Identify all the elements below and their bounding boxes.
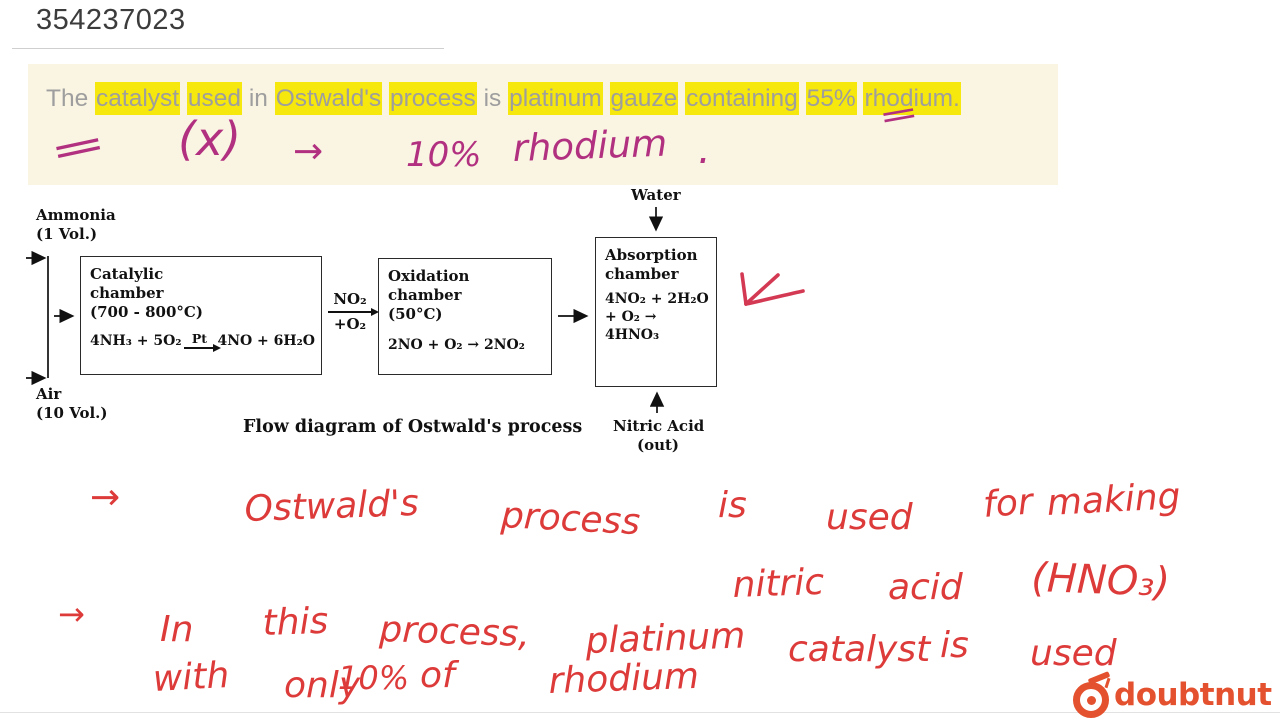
- handwritten-text: platinum: [584, 615, 746, 662]
- handwritten-text: rhodium: [547, 655, 700, 702]
- highlighted-word: used: [186, 82, 243, 115]
- handwritten-text: 10%: [338, 659, 410, 697]
- handwritten-text: catalyst: [788, 629, 931, 670]
- air-input-label: Air (10 Vol.): [36, 385, 108, 422]
- doubtnut-logo-text: doubtnut: [1114, 677, 1272, 713]
- handwritten-text: of: [420, 655, 455, 696]
- ammonia-input-label: Ammonia (1 Vol.): [36, 206, 116, 243]
- nitric-acid-output-label: Nitric Acid (out): [613, 417, 705, 454]
- handwritten-text: is: [718, 485, 747, 526]
- highlighted-word: gauze: [609, 82, 679, 115]
- question-word: [382, 85, 389, 112]
- question-word: is: [476, 85, 509, 112]
- highlighted-word: containing: [685, 82, 799, 115]
- handwritten-text: with: [151, 655, 231, 700]
- highlighted-word: process: [388, 82, 477, 115]
- handwritten-text: process,: [378, 609, 531, 656]
- handwritten-text: only: [284, 665, 361, 706]
- arrow-shaft: [184, 344, 222, 352]
- highlighted-word: rhodium.: [863, 82, 961, 115]
- highlighted-word: platinum: [508, 82, 603, 115]
- highlighted-word: Ostwald's: [274, 82, 383, 115]
- handwritten-text: used: [826, 497, 913, 538]
- handwritten-text: Ostwald's: [243, 482, 420, 530]
- handwritten-text: In: [160, 609, 194, 650]
- highlighted-word: 55%: [805, 82, 857, 115]
- question-text: The catalyst used in Ostwald's process i…: [46, 82, 961, 115]
- handwritten-text: →: [90, 477, 121, 518]
- catalytic-chamber-box: Catalylic chamber (700 - 800°C) 4NH₃ + 5…: [80, 256, 322, 375]
- handwritten-text: acid: [888, 567, 963, 608]
- handwritten-text: making: [1045, 476, 1182, 524]
- handwritten-text: for: [981, 481, 1035, 526]
- handwritten-text: process: [500, 495, 642, 544]
- handwritten-text: nitric: [731, 561, 825, 606]
- highlighted-word: catalyst: [95, 82, 181, 115]
- handwritten-text: is: [940, 625, 969, 666]
- red-check-mark: [740, 272, 805, 306]
- question-word: [180, 85, 187, 112]
- doubtnut-logo[interactable]: doubtnut: [1068, 671, 1272, 718]
- water-input-label: Water: [631, 186, 681, 204]
- question-word: in: [242, 85, 275, 112]
- no2-o2-transfer-label: NO₂ +O₂: [324, 290, 379, 333]
- question-box: The catalyst used in Ostwald's process i…: [28, 64, 1058, 185]
- question-word: [603, 85, 610, 112]
- catalytic-reaction: 4NH₃ + 5O₂ Pt 4NO + 6H₂O: [90, 331, 315, 352]
- oxidation-chamber-box: Oxidation chamber (50°C) 2NO + O₂ → 2NO₂: [378, 258, 552, 375]
- handwritten-text: this: [261, 600, 329, 644]
- question-word: [799, 85, 806, 112]
- diagram-caption: Flow diagram of Ostwald's process: [243, 417, 583, 437]
- pt-catalyst-arrow: Pt: [184, 332, 222, 352]
- handwritten-text: (HNO₃): [1030, 555, 1171, 606]
- bottom-divider: [0, 712, 1280, 713]
- doubtnut-logo-icon: [1068, 671, 1114, 718]
- question-id: 354237023: [36, 4, 186, 36]
- handwritten-text: used: [1030, 633, 1117, 674]
- header-divider: [12, 48, 444, 49]
- handwritten-text: →: [58, 595, 85, 633]
- transfer-arrow: [328, 307, 379, 316]
- question-word: The: [46, 85, 96, 112]
- absorption-chamber-box: Absorption chamber 4NO₂ + 2H₂O + O₂ → 4H…: [595, 237, 717, 387]
